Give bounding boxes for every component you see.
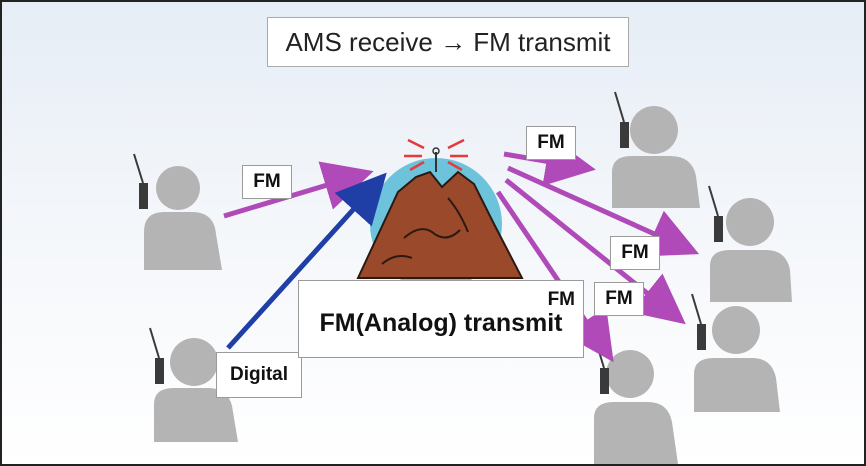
fm-output-label-3: FM [594,282,644,316]
signal-waves-icon [404,138,468,172]
digital-input-label: Digital [216,352,302,398]
person-left-bottom-icon [149,327,238,442]
repeater-mode-label: FM [547,289,575,310]
diagram-title: AMS receive → FM transmit [267,17,629,67]
fm-output-arrow-1 [503,136,596,186]
repeater-mountain-icon [356,158,524,290]
person-right-3-icon [691,293,780,412]
repeater-action-label: FM(Analog) transmit [319,309,563,337]
digital-input-arrow [226,172,387,350]
person-right-1-icon [612,91,700,208]
fm-output-arrow-3 [504,178,686,325]
person-left-top-icon [133,153,222,270]
person-right-2-icon [708,185,792,302]
fm-output-arrow-4 [495,190,614,363]
fm-output-label-2: FM [610,236,660,270]
fm-output-label-1: FM [526,126,576,160]
fm-input-label: FM [242,165,292,199]
repeater-caption-box: FM FM(Analog) transmit [298,280,584,358]
person-right-4-icon [594,337,678,464]
antenna-icon [432,147,440,172]
